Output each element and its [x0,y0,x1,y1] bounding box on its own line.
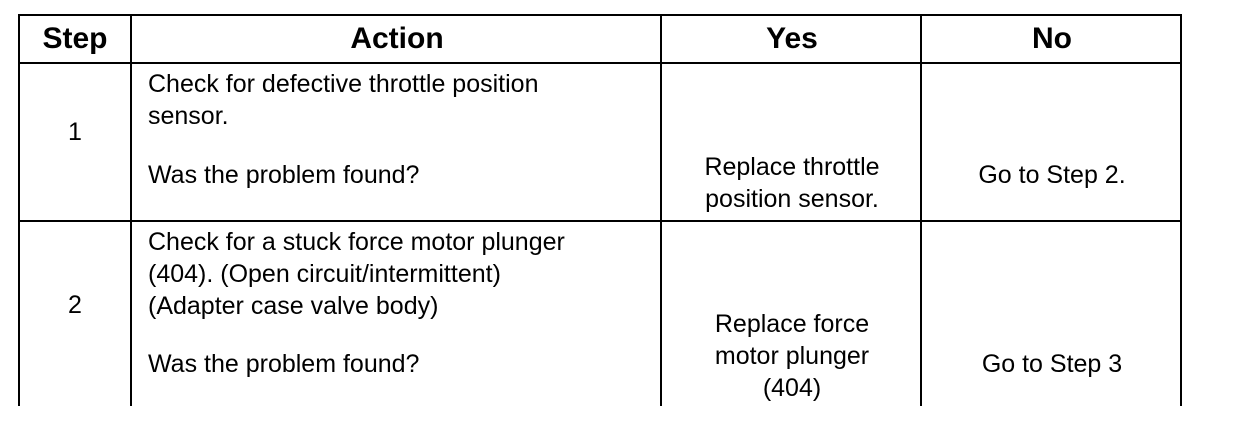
row1-no: Go to Step 2. [978,161,1126,189]
row2-yes-line: (404) [762,374,822,402]
row2-yes-line: motor plunger [714,342,870,370]
row1-action-line: sensor. [148,102,229,130]
table-border-top [18,14,1182,16]
row1-action-line: Check for defective throttle position [148,70,539,98]
column-divider-yes [920,14,922,406]
row2-action-line: (404). (Open circuit/intermittent) [148,260,501,288]
row-divider [18,220,1182,222]
row1-question: Was the problem found? [148,161,420,189]
header-step: Step [42,22,108,55]
row2-question: Was the problem found? [148,350,420,378]
table-border-left [18,14,20,406]
row1-yes-line: position sensor. [705,185,879,213]
row1-step: 1 [68,118,82,146]
row2-yes-line: Replace force [714,310,870,338]
row1-yes-line: Replace throttle [704,153,880,181]
header-yes: Yes [766,22,818,55]
header-action: Action [350,22,444,55]
row2-no: Go to Step 3 [981,350,1123,378]
row2-yes: Replace force motor plunger (404) [662,308,922,404]
row2-step: 2 [68,291,82,319]
row2-action: Check for a stuck force motor plunger (4… [148,226,658,322]
column-divider-action [660,14,662,406]
column-divider-step [130,14,132,406]
troubleshooting-table: Step Action Yes No 1 Check for defective… [18,14,1182,406]
header-divider [18,62,1182,64]
row2-action-line: (Adapter case valve body) [148,292,439,320]
row1-action: Check for defective throttle position se… [148,68,658,132]
table-border-right [1180,14,1182,406]
header-no: No [1032,22,1072,55]
row1-yes: Replace throttle position sensor. [662,151,922,215]
row2-action-line: Check for a stuck force motor plunger [148,228,565,256]
